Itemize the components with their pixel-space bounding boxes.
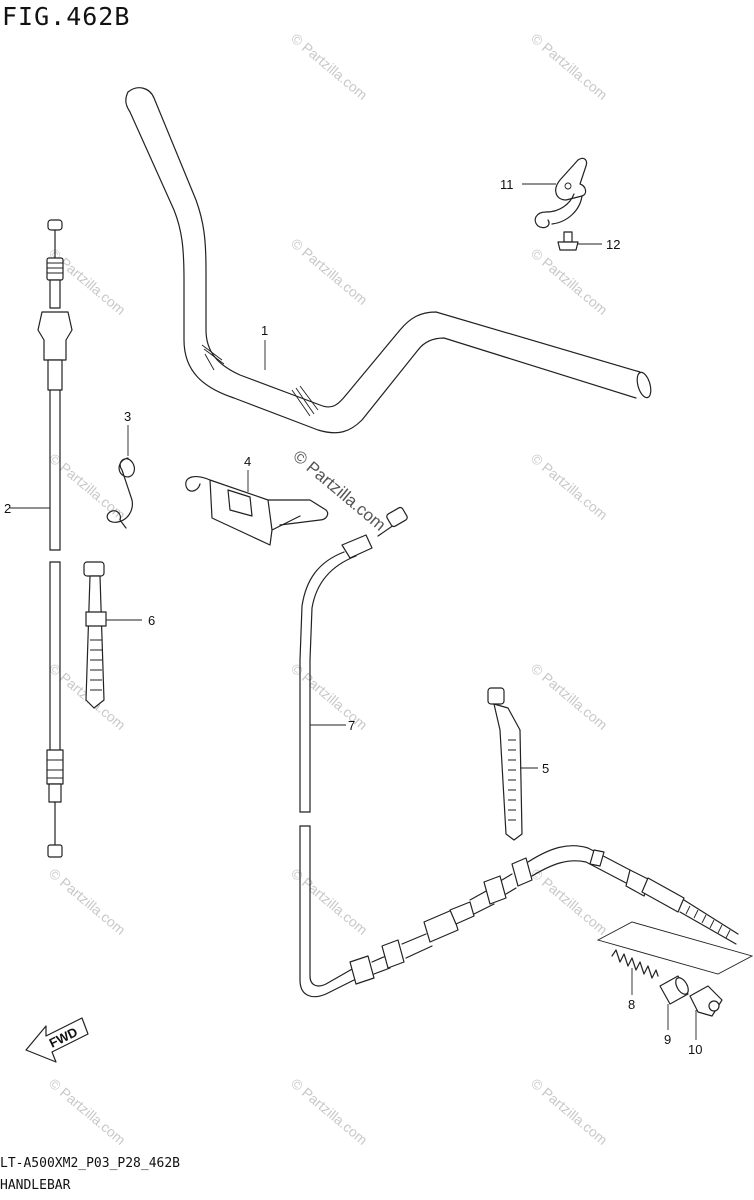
part-handlebar[interactable] — [125, 87, 654, 434]
part-throttle-cable[interactable] — [10, 219, 73, 858]
watermark: © Partzilla.com — [46, 865, 129, 938]
callout-11: 11 — [500, 177, 514, 192]
part-cable-tie-left[interactable] — [83, 561, 142, 709]
watermark: © Partzilla.com — [528, 30, 611, 103]
callout-3: 3 — [124, 409, 131, 424]
callout-1: 1 — [261, 323, 268, 338]
watermark-layer: © Partzilla.com © Partzilla.com © Partzi… — [46, 30, 611, 1148]
part-routed-cable[interactable] — [299, 506, 739, 998]
part-spring[interactable] — [611, 949, 659, 995]
forward-direction-arrow: FWD — [25, 1017, 89, 1063]
watermark: © Partzilla.com — [288, 1075, 371, 1148]
figure-title: FIG.462B — [2, 2, 131, 31]
watermark: © Partzilla.com — [288, 30, 371, 103]
watermark: © Partzilla.com — [46, 450, 129, 523]
watermark: © Partzilla.com — [46, 1075, 129, 1148]
part-spring-clip[interactable] — [106, 425, 136, 529]
callout-2: 2 — [4, 501, 11, 516]
hardware-kit-outline — [596, 921, 754, 975]
diagram-name: HANDLEBAR — [0, 1178, 71, 1193]
callout-7: 7 — [348, 718, 355, 733]
callout-8: 8 — [628, 997, 635, 1012]
diagram-code: LT-A500XM2_P03_P28_462B — [0, 1156, 181, 1171]
watermark: © Partzilla.com — [528, 865, 611, 938]
watermark: © Partzilla.com — [528, 245, 611, 318]
part-collar[interactable] — [659, 975, 691, 1030]
part-clamp[interactable] — [522, 157, 588, 229]
callout-5: 5 — [542, 761, 549, 776]
part-cable-tie-right[interactable] — [487, 687, 538, 841]
callout-10: 10 — [688, 1042, 702, 1057]
part-screw[interactable] — [557, 231, 602, 251]
callout-labels: 1 2 3 4 5 6 7 8 9 10 11 12 — [4, 177, 702, 1057]
callout-4: 4 — [244, 454, 251, 469]
watermark: © Partzilla.com — [288, 235, 371, 308]
watermark: © Partzilla.com — [528, 660, 611, 733]
part-adjuster[interactable] — [689, 985, 723, 1040]
callout-9: 9 — [664, 1032, 671, 1047]
callout-6: 6 — [148, 613, 155, 628]
watermark: © Partzilla.com — [528, 450, 611, 523]
callout-12: 12 — [606, 237, 620, 252]
part-bracket[interactable] — [185, 470, 329, 546]
watermark: © Partzilla.com — [528, 1075, 611, 1148]
